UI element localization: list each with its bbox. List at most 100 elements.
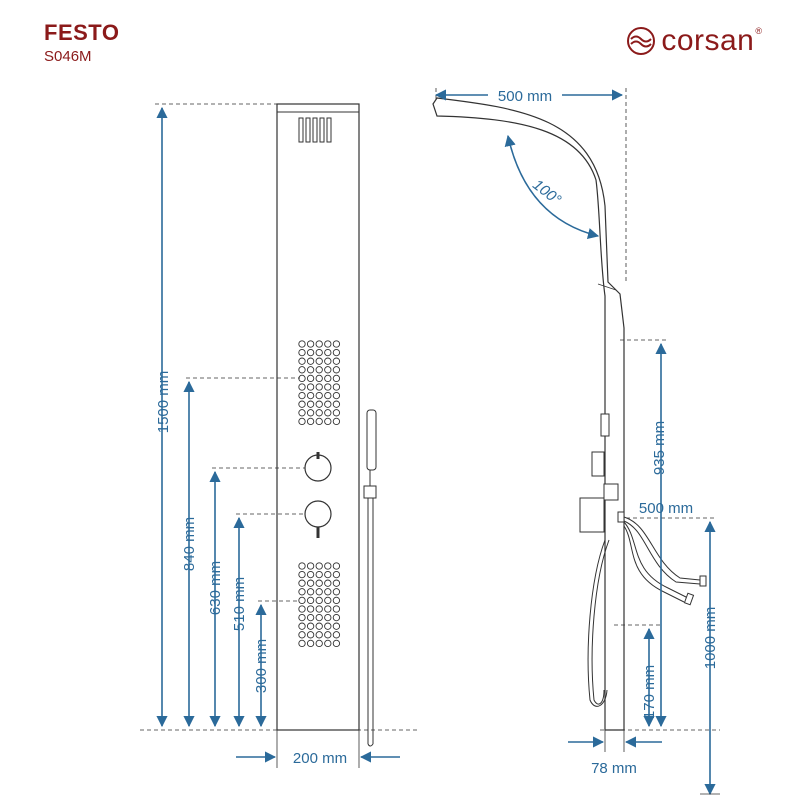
jet-nozzle bbox=[298, 570, 306, 579]
front-view: 1500 mm 840 mm 630 mm 510 mm 300 mm 200 … bbox=[140, 103, 420, 768]
jet-nozzle bbox=[315, 357, 323, 365]
jet-nozzle bbox=[332, 383, 341, 391]
jet-nozzle bbox=[324, 631, 332, 639]
jet-nozzle bbox=[298, 366, 306, 374]
dim-total-height: 1500 mm bbox=[155, 371, 172, 434]
jet-nozzle bbox=[298, 409, 306, 417]
jet-nozzle bbox=[332, 391, 341, 400]
jet-nozzle bbox=[332, 622, 341, 630]
jet-nozzle bbox=[324, 605, 332, 613]
jet-nozzle bbox=[315, 400, 323, 408]
jet-nozzle bbox=[324, 348, 332, 357]
jet-nozzle bbox=[298, 391, 306, 400]
dim-arm-reach: 500 mm bbox=[498, 88, 552, 105]
jet-nozzle bbox=[324, 622, 332, 630]
jet-nozzle bbox=[324, 417, 332, 426]
side-hose bbox=[587, 539, 610, 707]
wave-icon bbox=[627, 27, 656, 55]
lower-knob bbox=[304, 500, 332, 538]
jet-nozzle bbox=[332, 357, 341, 365]
jet-nozzle bbox=[306, 562, 315, 570]
dim-panel-width: 200 mm bbox=[293, 750, 347, 767]
jet-nozzle bbox=[324, 409, 332, 417]
jet-nozzle bbox=[332, 366, 341, 374]
jet-nozzle bbox=[306, 400, 315, 408]
jet-nozzle bbox=[298, 596, 306, 605]
jet-nozzle bbox=[324, 366, 332, 374]
jet-nozzle bbox=[315, 391, 323, 400]
product-name: FESTO bbox=[44, 20, 120, 45]
jet-nozzle bbox=[324, 579, 332, 587]
jet-nozzle bbox=[332, 613, 341, 622]
brand-logo: corsan ® bbox=[625, 24, 762, 58]
jet-nozzle bbox=[315, 605, 323, 613]
jet-nozzle bbox=[332, 596, 341, 605]
jet-nozzle bbox=[306, 391, 315, 400]
jet-nozzle bbox=[332, 588, 341, 596]
jet-nozzle bbox=[306, 579, 315, 587]
jet-nozzle bbox=[306, 374, 315, 383]
jet-nozzle bbox=[324, 400, 332, 408]
jet-nozzle bbox=[298, 383, 306, 391]
upper-knob bbox=[304, 452, 332, 482]
jet-nozzle bbox=[315, 596, 323, 605]
jet-nozzle bbox=[306, 588, 315, 596]
jet-nozzle bbox=[315, 383, 323, 391]
jet-nozzle bbox=[298, 605, 306, 613]
jet-nozzle bbox=[332, 562, 341, 570]
jet-nozzle bbox=[298, 613, 306, 622]
jet-nozzle bbox=[298, 357, 306, 365]
jet-nozzle bbox=[306, 348, 315, 357]
jet-nozzle bbox=[315, 570, 323, 579]
jet-nozzle bbox=[324, 639, 332, 648]
dim-wall-mount: 935 mm bbox=[651, 421, 668, 475]
jet-nozzle bbox=[298, 631, 306, 639]
jet-nozzle bbox=[298, 348, 306, 357]
jet-nozzle bbox=[324, 383, 332, 391]
side-panel-outline bbox=[432, 97, 625, 731]
jet-nozzle bbox=[332, 374, 341, 383]
hand-shower bbox=[363, 409, 377, 747]
supply-hoses bbox=[623, 516, 707, 606]
jet-nozzle bbox=[332, 348, 341, 357]
product-code: S046M bbox=[44, 48, 92, 65]
dim-upper-knob: 630 mm bbox=[207, 561, 224, 615]
jet-nozzle bbox=[298, 340, 306, 348]
dim-panel-depth: 78 mm bbox=[591, 760, 637, 777]
jet-nozzle bbox=[306, 383, 315, 391]
jet-nozzle bbox=[306, 622, 315, 630]
jet-nozzle bbox=[324, 613, 332, 622]
jet-nozzle bbox=[332, 605, 341, 613]
top-shower-slots bbox=[298, 117, 332, 143]
upper-massage-jets bbox=[298, 340, 341, 426]
dim-bottom-jets: 300 mm bbox=[253, 639, 270, 693]
dim-top-jets: 840 mm bbox=[181, 517, 198, 571]
jet-nozzle bbox=[324, 570, 332, 579]
dim-arm-angle: 100° bbox=[529, 176, 564, 209]
jet-nozzle bbox=[306, 340, 315, 348]
jet-nozzle bbox=[332, 579, 341, 587]
jet-nozzle bbox=[298, 400, 306, 408]
jet-nozzle bbox=[306, 613, 315, 622]
jet-nozzle bbox=[332, 400, 341, 408]
jet-nozzle bbox=[324, 391, 332, 400]
jet-nozzle bbox=[315, 417, 323, 426]
jet-nozzle bbox=[306, 409, 315, 417]
jet-nozzle bbox=[315, 340, 323, 348]
jet-nozzle bbox=[315, 613, 323, 622]
side-view: 500 mm 100° 935 mm 500 mm 1000 mm 170 mm… bbox=[432, 88, 720, 796]
brand-name: corsan bbox=[661, 24, 755, 57]
dim-hose-length: 500 mm bbox=[639, 500, 693, 517]
jet-nozzle bbox=[315, 579, 323, 587]
jet-nozzle bbox=[298, 579, 306, 587]
side-controls bbox=[579, 413, 625, 533]
jet-nozzle bbox=[306, 570, 315, 579]
jet-nozzle bbox=[306, 366, 315, 374]
jet-nozzle bbox=[332, 409, 341, 417]
product-header: FESTO S046M bbox=[44, 20, 119, 65]
jet-nozzle bbox=[324, 374, 332, 383]
jet-nozzle bbox=[298, 562, 306, 570]
registered-mark: ® bbox=[755, 26, 762, 36]
jet-nozzle bbox=[332, 340, 341, 348]
jet-nozzle bbox=[306, 417, 315, 426]
